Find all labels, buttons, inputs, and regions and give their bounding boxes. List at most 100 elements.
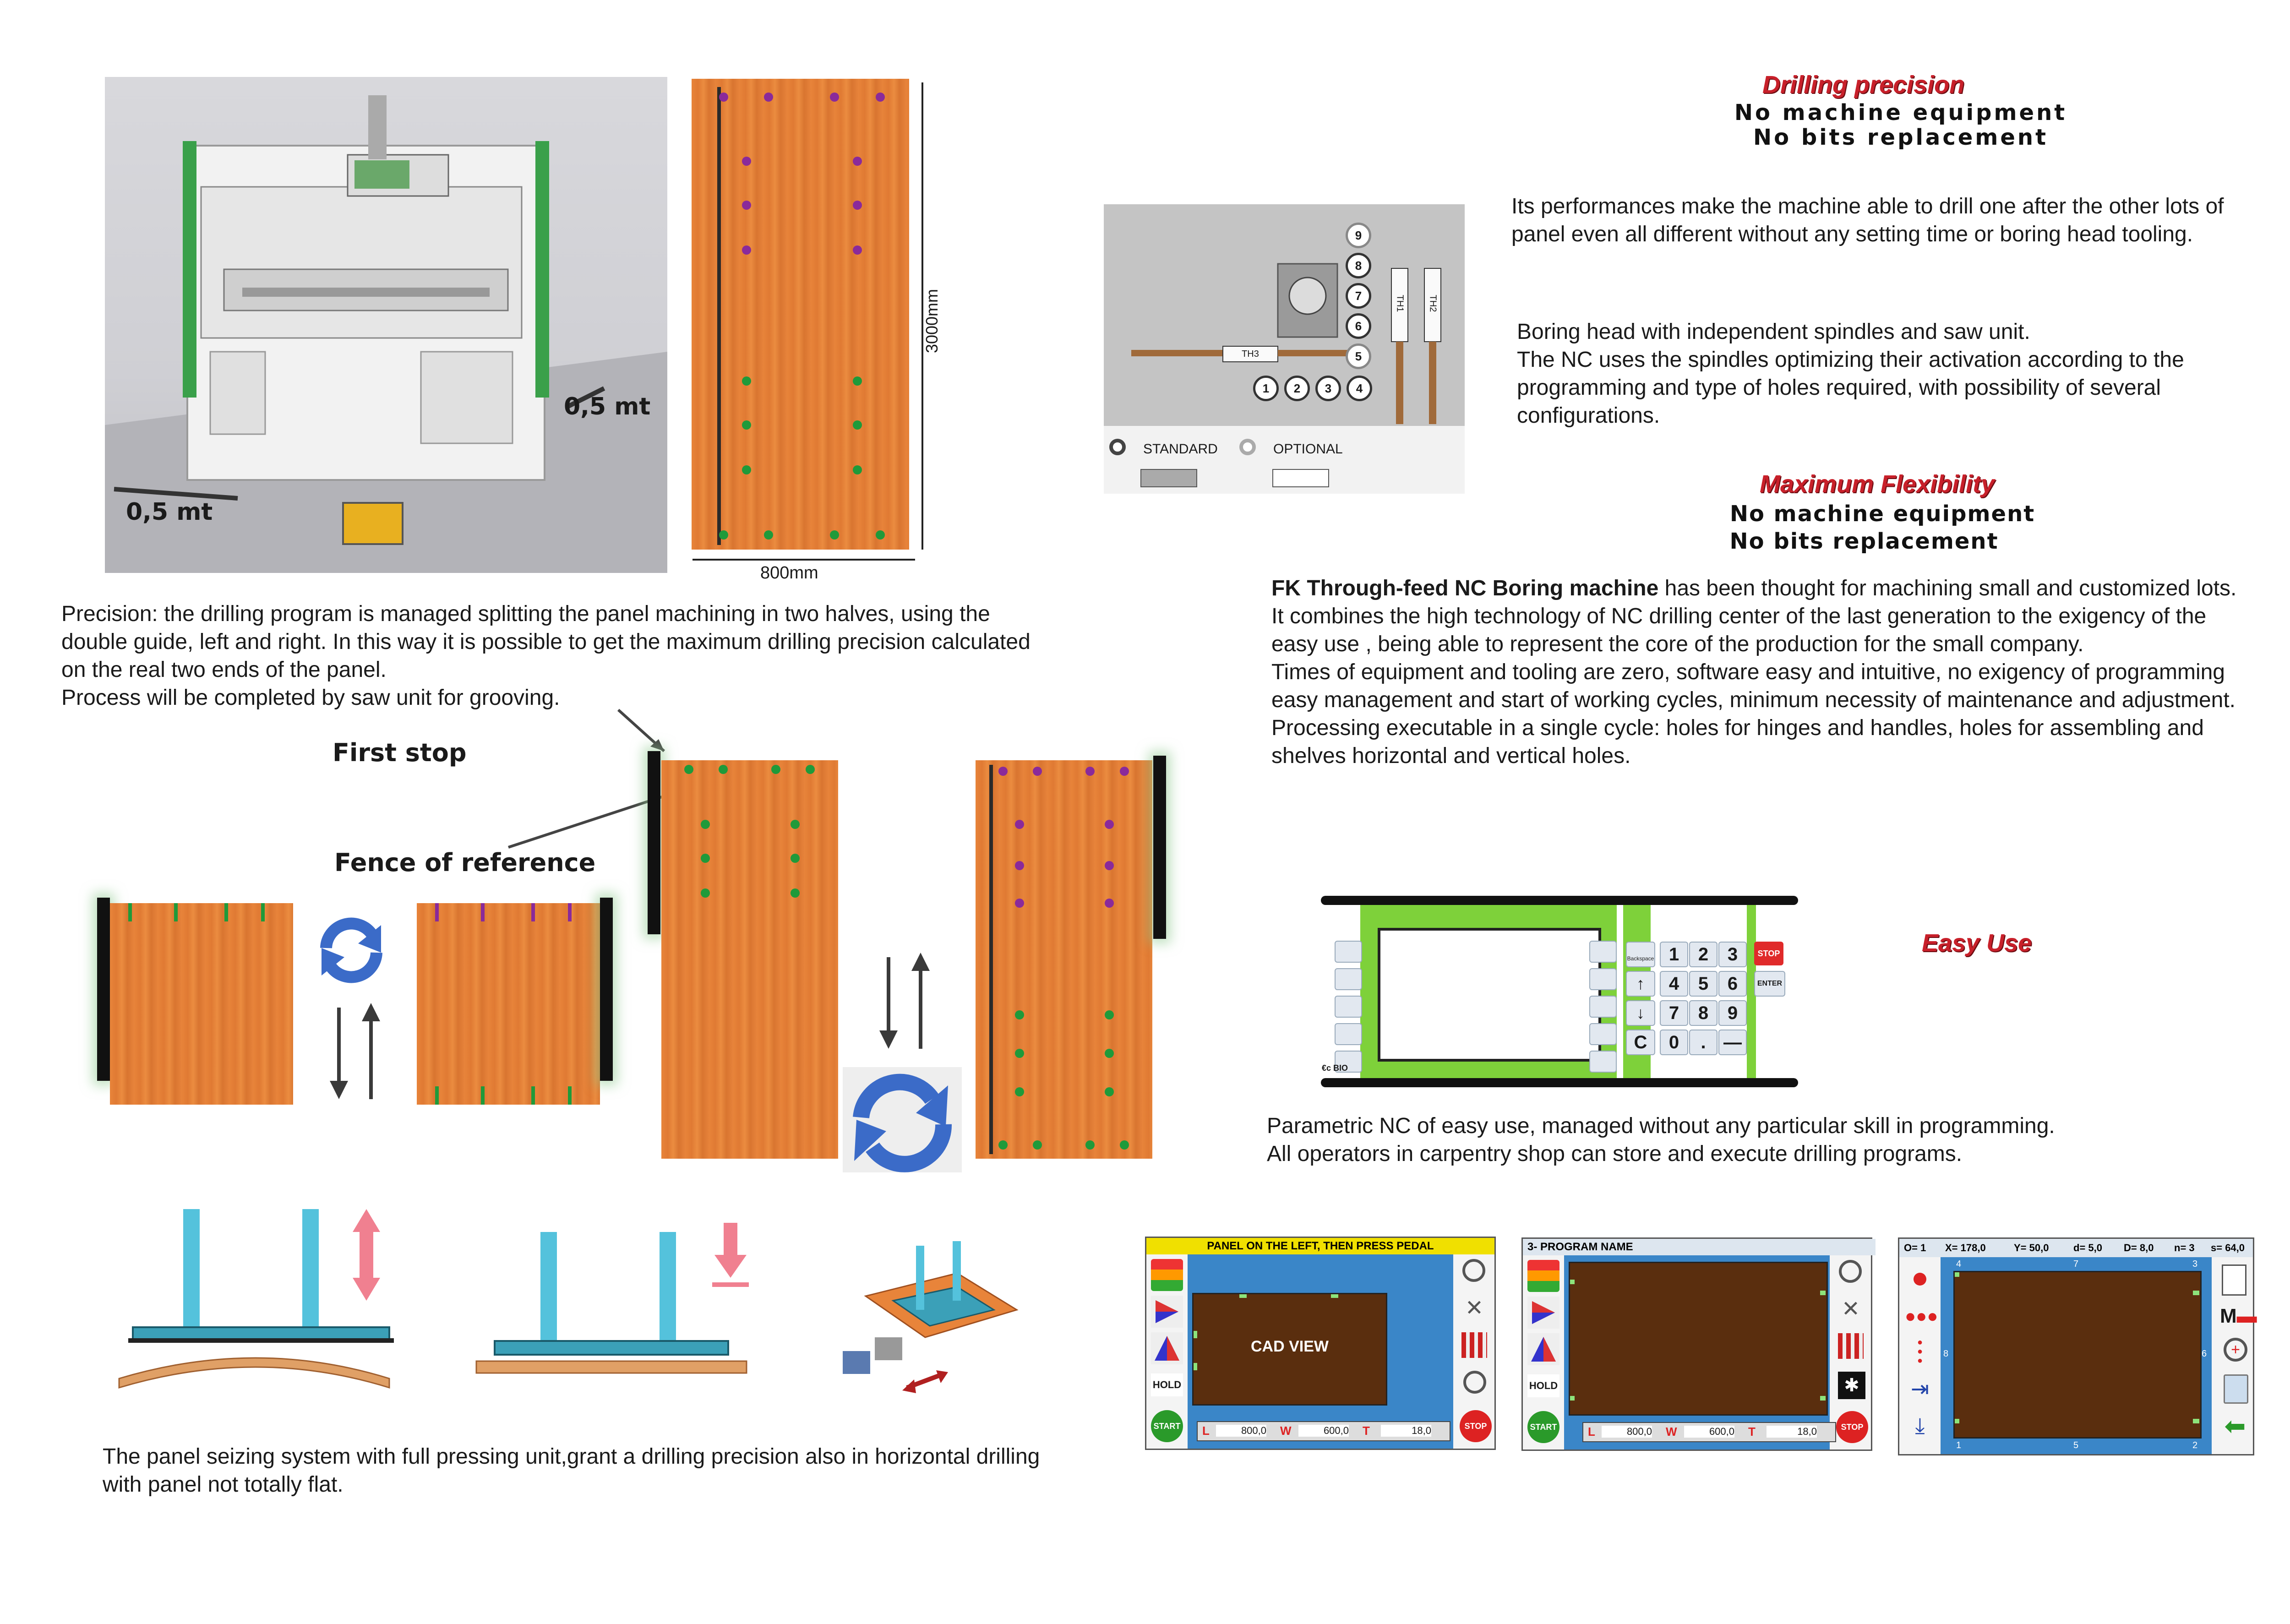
tools-icon[interactable]: ✕ (1465, 1296, 1484, 1320)
key-c[interactable]: C (1626, 1030, 1655, 1055)
parametric-text: Parametric NC of easy use, managed witho… (1267, 1112, 2238, 1168)
up-triangle-icon[interactable] (1527, 1333, 1559, 1365)
corner-5: 5 (2073, 1440, 2079, 1450)
spindle-1: 1 (1253, 376, 1279, 401)
key-enter[interactable]: ENTER (1754, 971, 1785, 997)
tools-icon[interactable]: ✕ (1841, 1297, 1860, 1321)
param-d: d= 5,0 (2073, 1242, 2102, 1253)
small-panel-1 (110, 903, 293, 1105)
param-O: O= 1 (1904, 1242, 1926, 1253)
vertical-hole-icon[interactable]: ⤓ (1915, 1414, 1925, 1438)
pressing-unit-3d (843, 1241, 1019, 1393)
corner-8: 8 (1943, 1349, 1949, 1359)
L-value: 800,0 (1602, 1426, 1652, 1438)
new-document-icon[interactable] (2222, 1264, 2246, 1296)
key-minus[interactable]: — (1718, 1030, 1747, 1055)
book-stack-icon[interactable] (1527, 1260, 1559, 1292)
screen-cad-view: PANEL ON THE LEFT, THEN PRESS PEDAL HOLD… (1145, 1237, 1496, 1450)
start-button[interactable]: START (1151, 1410, 1183, 1442)
search-icon[interactable] (1463, 1371, 1486, 1394)
fk-paragraph-2: Times of equipment and tooling are zero,… (1271, 660, 2236, 712)
W-label: W (1666, 1425, 1677, 1439)
back-arrow-icon[interactable]: ⬅ (2224, 1411, 2246, 1440)
hole (876, 530, 885, 540)
drill-bits-icon[interactable] (1838, 1333, 1864, 1359)
up-triangle-icon[interactable] (1151, 1332, 1183, 1364)
drill-bits-icon[interactable] (1461, 1332, 1487, 1358)
hole (853, 376, 862, 386)
stop-button[interactable]: STOP (1460, 1410, 1492, 1442)
panel-holes (719, 93, 885, 540)
dimension-bar: L 800,0 W 600,0 T 18,0 (1197, 1421, 1450, 1441)
screen-hole-parameters: O= 1 X= 178,0 Y= 50,0 d= 5,0 D= 8,0 n= 3… (1898, 1237, 2257, 1455)
key-2[interactable]: 2 (1689, 942, 1718, 967)
key-9[interactable]: 9 (1718, 1000, 1747, 1026)
hole (853, 157, 862, 166)
single-hole-icon[interactable] (1905, 1264, 1935, 1295)
trash-icon[interactable] (2224, 1374, 2248, 1404)
right-triangle-icon[interactable] (1151, 1296, 1183, 1328)
key-0[interactable]: 0 (1660, 1030, 1688, 1055)
book-stack-icon[interactable] (1151, 1259, 1183, 1291)
start-button[interactable]: START (1527, 1411, 1559, 1443)
hole (719, 93, 728, 102)
small-panel-2-slots (435, 903, 572, 1105)
hole (719, 530, 728, 540)
small-panel-2 (417, 903, 600, 1105)
corner-2: 2 (2192, 1440, 2198, 1450)
first-stop-label: First stop (333, 738, 467, 767)
hole (742, 201, 751, 210)
performance-text: Its performances make the machine able t… (1511, 194, 2224, 246)
key-dot[interactable]: . (1689, 1030, 1718, 1055)
param-Y: Y= 50,0 (2014, 1242, 2049, 1253)
key-4[interactable]: 4 (1660, 971, 1688, 997)
key-arrow-down[interactable]: ↓ (1626, 1000, 1655, 1026)
key-8[interactable]: 8 (1689, 1000, 1718, 1026)
row-holes-icon[interactable]: ●●● (1905, 1306, 1938, 1326)
parameter-bar: O= 1 X= 178,0 Y= 50,0 d= 5,0 D= 8,0 n= 3… (1899, 1239, 2253, 1257)
right-triangle-icon[interactable] (1527, 1297, 1559, 1329)
hole (764, 530, 773, 540)
key-stop[interactable]: STOP (1754, 942, 1783, 965)
up-down-arrows-icon (330, 1003, 380, 1099)
param-D: D= 8,0 (2124, 1242, 2154, 1253)
key-3[interactable]: 3 (1718, 942, 1747, 967)
key-1[interactable]: 1 (1660, 942, 1688, 967)
hole (742, 157, 751, 166)
hold-button[interactable]: HOLD (1527, 1374, 1559, 1397)
tall-panel-b (976, 760, 1152, 1159)
tag-th2: TH2 (1428, 294, 1438, 312)
zoom-icon[interactable] (1462, 1259, 1485, 1282)
macro-icon[interactable]: M▬ (2220, 1305, 2257, 1327)
param-s: s= 64,0 (2211, 1242, 2245, 1253)
key-6[interactable]: 6 (1718, 971, 1747, 997)
stop-button[interactable]: STOP (1836, 1411, 1868, 1443)
horizontal-hole-icon[interactable]: ⇥ (1910, 1377, 1930, 1401)
key-7[interactable]: 7 (1660, 1000, 1688, 1026)
width-dimension-line (692, 559, 915, 561)
legend-standard-label: STANDARD (1143, 441, 1218, 457)
corner-4: 4 (1956, 1259, 1962, 1269)
dimension-label-left: 0,5 mt (126, 498, 213, 526)
legend-standard-icon (1109, 439, 1126, 455)
hole (853, 420, 862, 430)
settings-icon[interactable]: ✱ (1838, 1372, 1865, 1399)
dimension-bar: L 800,0 W 600,0 T 18,0 (1582, 1422, 1836, 1442)
hole (742, 376, 751, 386)
program-view-area (1569, 1262, 1828, 1416)
corner-1: 1 (1956, 1440, 1962, 1450)
boring-text-line-1: Boring head with independent spindles an… (1517, 320, 2030, 344)
key-arrow-up[interactable]: ↑ (1626, 971, 1655, 997)
cad-view-area: CAD VIEW (1192, 1293, 1387, 1406)
zoom-icon[interactable] (1839, 1260, 1862, 1283)
fk-description: FK Through-feed NC Boring machine has be… (1271, 574, 2242, 770)
precision-subline-1: No machine equipment (1734, 100, 2067, 125)
hold-button[interactable]: HOLD (1151, 1373, 1183, 1396)
param-X: X= 178,0 (1945, 1242, 1986, 1253)
key-backspace[interactable]: Backspace (1626, 942, 1655, 967)
zoom-in-icon[interactable]: + (2224, 1338, 2247, 1362)
boring-head-image: TH3 TH1 TH2 9 8 7 6 5 1 2 3 4 STANDARD O… (1104, 204, 1465, 494)
small-panel-1-slots (128, 903, 265, 921)
column-holes-icon[interactable]: ●●● (1917, 1337, 1923, 1366)
key-5[interactable]: 5 (1689, 971, 1718, 997)
